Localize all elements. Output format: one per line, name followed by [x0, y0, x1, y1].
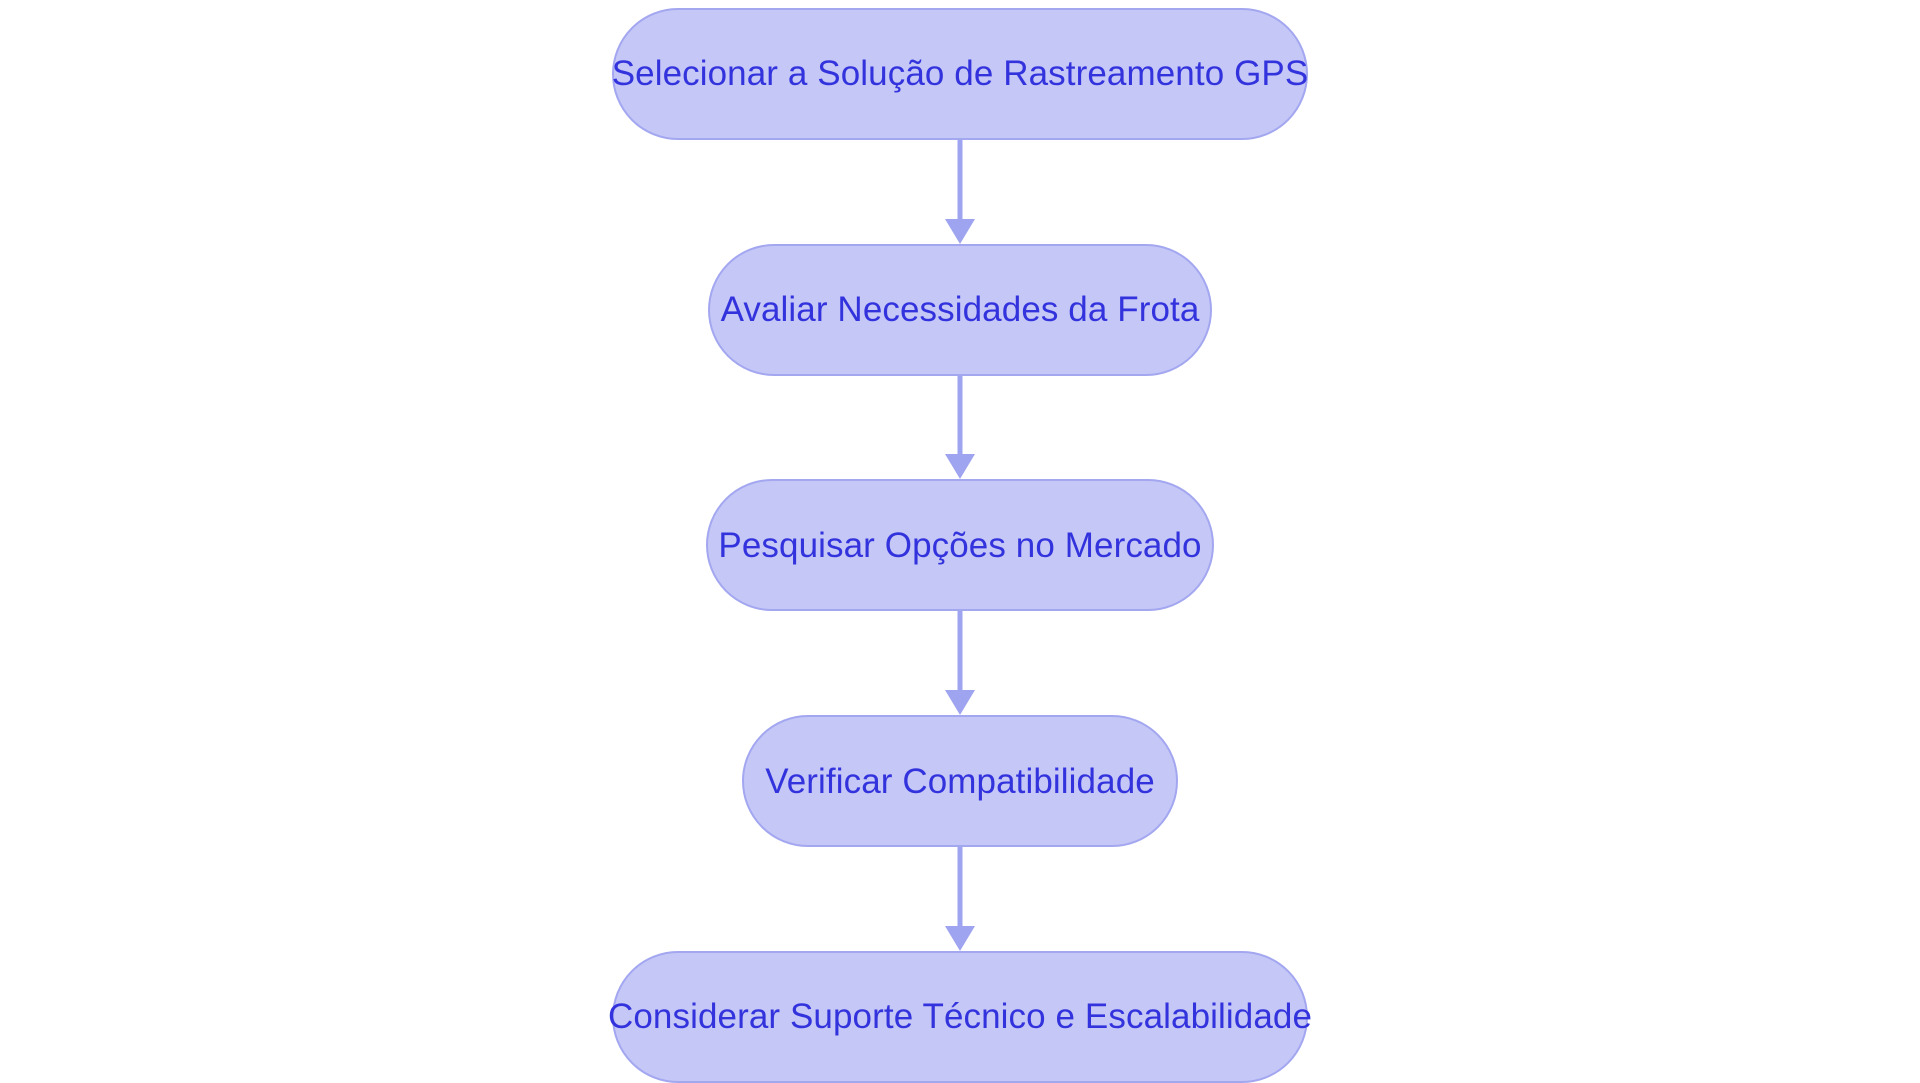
flowchart-arrow-edge-3 [940, 611, 980, 716]
arrow-head-down-icon [945, 925, 975, 951]
arrow-head-down-icon [945, 690, 975, 716]
flowchart-node-step-1[interactable]: Selecionar a Solução de Rastreamento GPS [611, 7, 1309, 140]
flowchart-node-label-step-5: Considerar Suporte Técnico e Escalabilid… [607, 997, 1313, 1037]
flowchart-arrow-edge-4 [940, 847, 980, 951]
flowchart-node-row-3: Pesquisar Opções no Mercado [0, 479, 1920, 612]
flowchart-arrow-edge-1 [940, 139, 980, 244]
flowchart-node-row-5: Considerar Suporte Técnico e Escalabilid… [0, 950, 1920, 1083]
arrow-stem-icon [957, 139, 963, 220]
flowchart-node-label-step-3: Pesquisar Opções no Mercado [718, 525, 1202, 565]
flowchart-node-row-4: Verificar Compatibilidade [0, 715, 1920, 848]
flowchart-node-row-1: Selecionar a Solução de Rastreamento GPS [0, 7, 1920, 140]
arrow-stem-icon [957, 847, 963, 928]
flowchart-node-label-step-4: Verificar Compatibilidade [765, 761, 1155, 801]
flowchart-node-step-2[interactable]: Avaliar Necessidades da Frota [708, 243, 1212, 376]
arrow-stem-icon [957, 375, 963, 456]
arrow-head-down-icon [945, 218, 975, 244]
flowchart-node-step-3[interactable]: Pesquisar Opções no Mercado [706, 479, 1214, 612]
arrow-stem-icon [957, 611, 963, 692]
arrow-head-down-icon [945, 454, 975, 480]
flowchart-arrow-edge-2 [940, 375, 980, 480]
flowchart-node-step-5[interactable]: Considerar Suporte Técnico e Escalabilid… [608, 950, 1312, 1083]
flowchart-node-row-2: Avaliar Necessidades da Frota [0, 243, 1920, 376]
flowchart-node-label-step-1: Selecionar a Solução de Rastreamento GPS [611, 54, 1309, 94]
flowchart-node-label-step-2: Avaliar Necessidades da Frota [720, 290, 1200, 330]
flowchart-node-step-4[interactable]: Verificar Compatibilidade [742, 715, 1178, 848]
